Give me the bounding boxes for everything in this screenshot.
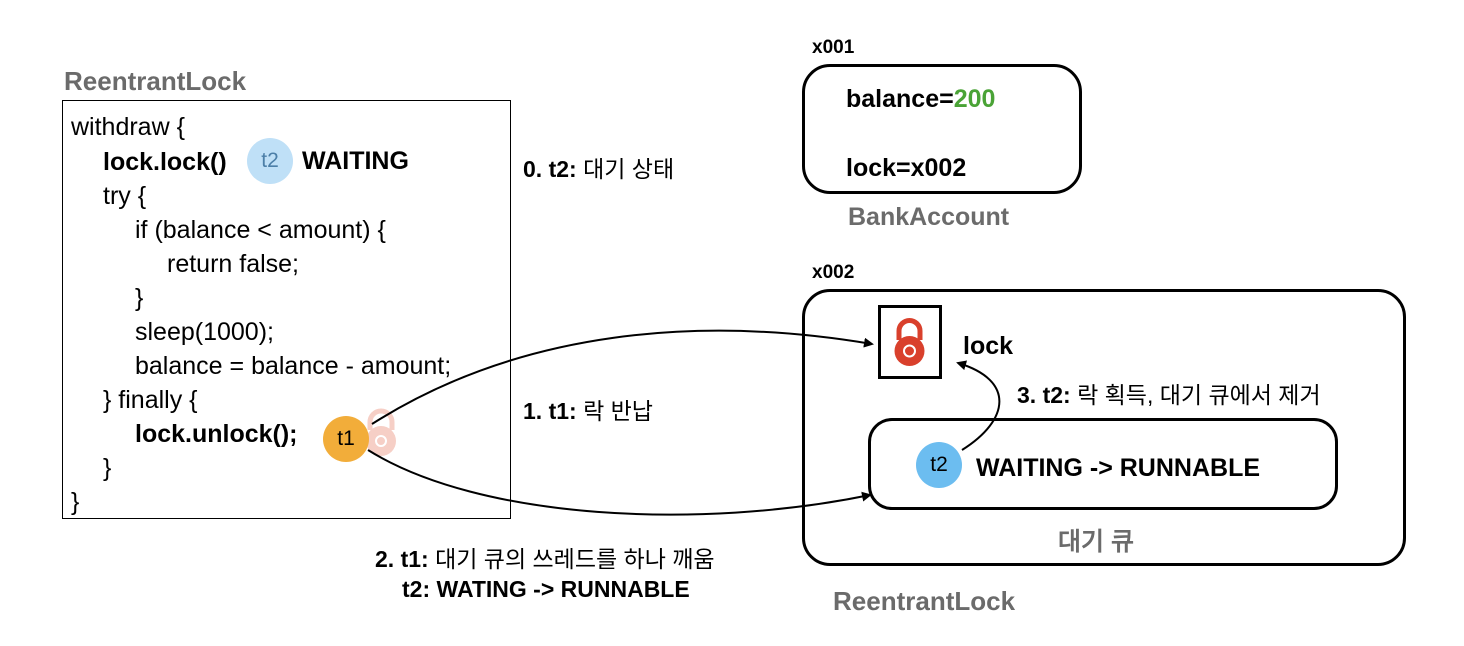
code-line-balance: balance = balance - amount; — [135, 352, 452, 380]
t2-queue-badge: t2 — [916, 442, 962, 488]
wait-queue-caption: 대기 큐 — [1058, 528, 1134, 556]
code-panel-title: ReentrantLock — [64, 66, 247, 96]
code-line-lock: lock.lock() — [103, 148, 227, 176]
t2-waiting-badge: t2 — [247, 138, 293, 184]
step-2-label: 2. t1: 대기 큐의 쓰레드를 하나 깨움 — [375, 540, 715, 574]
code-line-method-close: } — [71, 488, 80, 516]
code-line-try: try { — [103, 182, 147, 210]
t2-queue-state: WAITING -> RUNNABLE — [976, 454, 1261, 482]
step-3-text: 락 획득, 대기 큐에서 제거 — [1077, 382, 1321, 408]
step-2-text: 대기 큐의 쓰레드를 하나 깨움 — [435, 546, 715, 572]
code-line-unlock: lock.unlock(); — [135, 420, 298, 448]
bank-account-box: balance=200 lock=x002 — [802, 64, 1082, 194]
code-line-sleep: sleep(1000); — [135, 318, 274, 346]
code-line-if-close: } — [135, 284, 144, 312]
step-0-label: 0. t2: 대기 상태 — [523, 150, 674, 184]
lock-icon-box — [878, 305, 942, 379]
code-line-if: if (balance < amount) { — [135, 216, 386, 244]
code-line-withdraw: withdraw { — [71, 113, 185, 141]
balance-value: 200 — [953, 85, 996, 113]
t2-waiting-state: WAITING — [302, 147, 409, 175]
step-0-text: 대기 상태 — [583, 156, 675, 182]
step-1-num: 1. t1: — [523, 398, 577, 424]
code-line-finally-close: } — [103, 454, 112, 482]
balance-field: balance=200 — [846, 85, 995, 114]
step-3-num: 3. t2: — [1017, 382, 1071, 408]
step-0-num: 0. t2: — [523, 156, 577, 182]
reentrant-lock-box — [802, 289, 1406, 566]
step-2-line2: t2: WATING -> RUNNABLE — [402, 576, 690, 602]
step-1-label: 1. t1: 락 반납 — [523, 392, 653, 426]
step-3-label: 3. t2: 락 획득, 대기 큐에서 제거 — [1017, 376, 1321, 410]
lock-label: lock — [963, 332, 1014, 360]
lock-field: lock=x002 — [846, 154, 967, 182]
step-1-text: 락 반납 — [583, 398, 653, 424]
t1-badge: t1 — [323, 416, 369, 462]
wait-queue-box: t2 WAITING -> RUNNABLE — [868, 418, 1338, 510]
bank-account-caption: BankAccount — [848, 203, 1010, 231]
code-line-finally: } finally { — [103, 386, 198, 414]
bank-account-address: x001 — [812, 37, 855, 58]
reentrant-lock-address: x002 — [812, 262, 855, 283]
balance-label: balance= — [846, 85, 954, 113]
reentrant-lock-caption: ReentrantLock — [833, 586, 1016, 616]
padlock-red-icon — [894, 318, 925, 366]
step-2-num: 2. t1: — [375, 546, 429, 572]
code-line-return: return false; — [167, 250, 300, 278]
